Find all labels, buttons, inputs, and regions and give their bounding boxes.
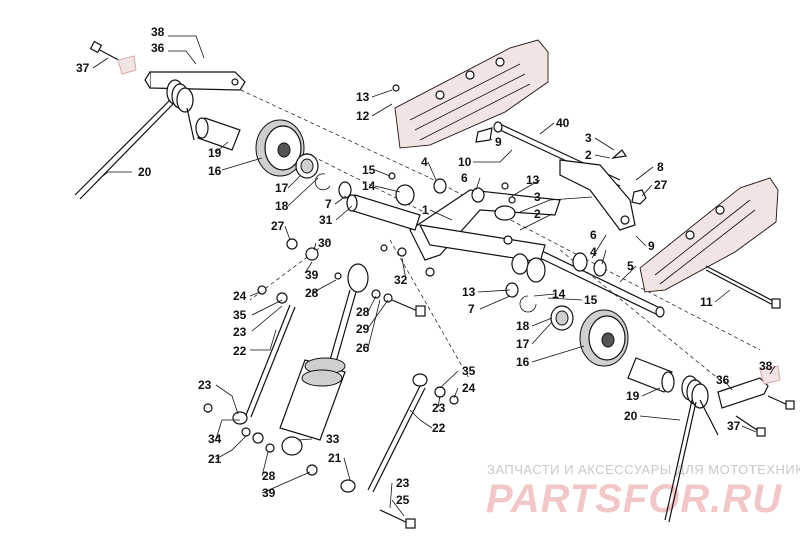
callout-7-upper: 7: [325, 197, 332, 211]
callout-9-right: 9: [648, 239, 655, 253]
bracket-upper-left: [144, 71, 246, 91]
bracket-lower-right: [717, 365, 795, 437]
callout-28-upper: 28: [305, 286, 319, 300]
callout-18-low: 18: [516, 319, 530, 333]
watermark-tagline: ЗАПЧАСТИ И АКСЕССУАРЫ ДЛЯ МОТОТЕХНИКИ: [487, 462, 800, 477]
axle-5: [539, 249, 665, 318]
bolt-upper-left: [89, 40, 137, 75]
bearing-17-lower: [550, 305, 574, 331]
callout-23-left-mid: 23: [198, 378, 212, 392]
callout-labels: 38 36 37 20 19 16 13 12 40 3 2 9 10 8 27…: [76, 25, 773, 507]
callout-34: 34: [208, 432, 222, 446]
callout-40: 40: [556, 116, 570, 130]
watermark: ЗАПЧАСТИ И АКСЕССУАРЫ ДЛЯ МОТОТЕХНИКИ PA…: [486, 462, 800, 521]
callout-39-low: 39: [262, 486, 276, 500]
callout-24-right: 24: [462, 381, 476, 395]
callout-38-lower: 38: [759, 359, 773, 373]
assembly-lines: [214, 77, 761, 381]
callout-13-mid: 13: [526, 173, 540, 187]
watermark-brand: PARTSFOR.RU: [486, 477, 782, 521]
callout-21-right: 21: [328, 451, 342, 465]
callout-27-right: 27: [654, 178, 668, 192]
callout-10: 10: [458, 155, 472, 169]
callout-1: 1: [422, 203, 429, 217]
callout-36-lower: 36: [716, 373, 730, 387]
callout-13-low: 13: [462, 285, 476, 299]
swing-arm-1: [409, 189, 561, 263]
callout-12: 12: [356, 109, 370, 123]
callout-38-upper: 38: [151, 25, 165, 39]
callout-30: 30: [318, 236, 332, 250]
callout-21-left: 21: [208, 452, 222, 466]
callout-4-upper: 4: [421, 155, 428, 169]
callout-36-upper: 36: [151, 41, 165, 55]
callout-35-left: 35: [233, 308, 247, 322]
bearing-17-upper: [295, 153, 331, 191]
callout-4-right: 4: [590, 245, 597, 259]
callout-19-upper: 19: [208, 146, 222, 160]
callout-28-mid: 28: [356, 305, 370, 319]
callout-15-upper: 15: [362, 163, 376, 177]
callout-18-upper: 18: [275, 199, 289, 213]
callout-3-mid: 3: [534, 190, 541, 204]
callout-23-left: 23: [233, 325, 247, 339]
callout-7-low: 7: [468, 302, 475, 316]
callout-2-mid: 2: [534, 207, 541, 221]
callout-15-low: 15: [584, 293, 598, 307]
callout-17-low: 17: [516, 337, 530, 351]
callout-35-right: 35: [462, 364, 476, 378]
callout-37-lower: 37: [727, 419, 741, 433]
callout-16-upper: 16: [208, 164, 222, 178]
callout-20-lower: 20: [624, 409, 638, 423]
shaft-31: [346, 194, 421, 231]
callout-6-right: 6: [590, 228, 597, 242]
bushings-upper: [338, 178, 607, 313]
callout-6-upper: 6: [461, 171, 468, 185]
spring-lower-right: [664, 375, 719, 523]
callout-31: 31: [319, 213, 333, 227]
callout-39-upper: 39: [305, 268, 319, 282]
rail-plate-lower: [639, 177, 779, 293]
spring-upper-left: [74, 79, 195, 200]
callout-32: 32: [394, 273, 408, 287]
callout-17-upper: 17: [275, 181, 289, 195]
callout-27-left: 27: [271, 219, 285, 233]
callout-19-lower: 19: [626, 389, 640, 403]
callout-14-low: 14: [552, 287, 566, 301]
leader-lines: [92, 35, 776, 517]
callout-37-upper: 37: [76, 61, 90, 75]
callout-5: 5: [627, 259, 634, 273]
tube-19-upper: [195, 117, 241, 151]
callout-23-right: 23: [432, 401, 446, 415]
callout-14-upper: 14: [362, 179, 376, 193]
callout-3-top: 3: [585, 131, 592, 145]
rear-arm-bracket: [559, 149, 647, 231]
callout-33: 33: [326, 432, 340, 446]
callout-20-upper: 20: [138, 165, 152, 179]
callout-28-low: 28: [262, 469, 276, 483]
shock-bolt-26: [371, 289, 426, 317]
callout-13-top: 13: [356, 90, 370, 104]
callout-26: 26: [356, 341, 370, 355]
callout-8: 8: [657, 160, 664, 174]
callout-24-left: 24: [233, 289, 247, 303]
callout-29: 29: [356, 322, 370, 336]
rail-plate-upper: [394, 39, 549, 149]
callout-16-low: 16: [516, 355, 530, 369]
callout-25: 25: [396, 493, 410, 507]
wheel-16-lower: [579, 309, 629, 367]
small-washers: [286, 84, 516, 280]
callout-22-left: 22: [233, 344, 247, 358]
shock-absorber-33: [279, 263, 369, 456]
callout-9-top: 9: [495, 135, 502, 149]
callout-2-top: 2: [585, 148, 592, 162]
bolt-11: [705, 265, 781, 309]
callout-23-bottom: 23: [396, 476, 410, 490]
link-rod-left: [203, 285, 296, 453]
tube-19-lower: [627, 357, 675, 393]
callout-11: 11: [700, 295, 713, 309]
wheel-16-upper: [255, 119, 305, 177]
callout-22-right: 22: [432, 421, 446, 435]
